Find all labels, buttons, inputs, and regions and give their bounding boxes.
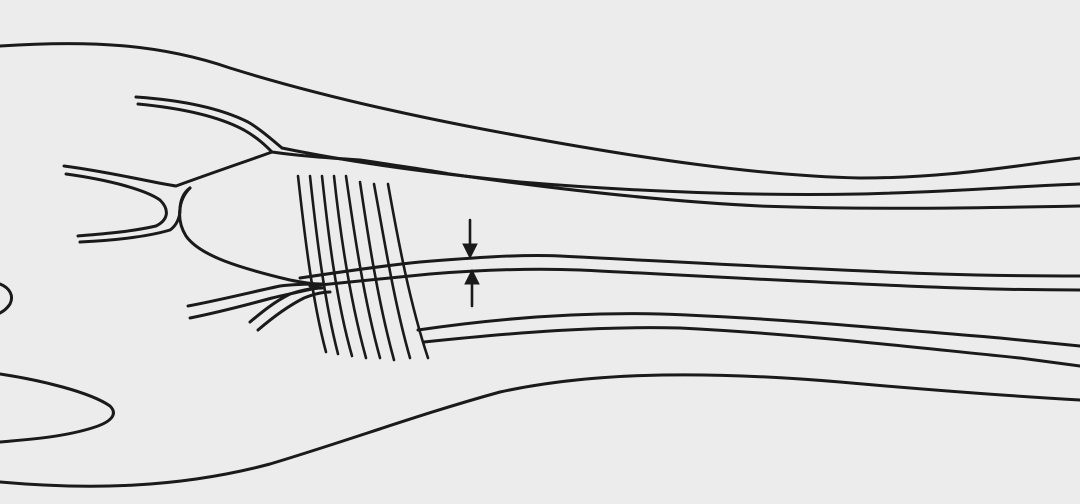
left-edge-nub — [0, 284, 12, 313]
central-loop — [180, 188, 320, 284]
lower-vessel-top — [418, 314, 1080, 346]
lower-branch-3 — [250, 288, 322, 322]
y-branch-upper-inner — [66, 174, 166, 236]
lower-left-lobe — [0, 374, 113, 442]
middle-vessel-bottom — [310, 269, 1080, 290]
outer-contour-bottom — [0, 375, 1080, 486]
y-branch-upper — [64, 152, 272, 186]
double-arrow-indicator — [463, 220, 479, 306]
lower-vessel-bottom — [424, 328, 1080, 366]
arrow-down-head — [463, 244, 477, 258]
upper-branch-bottom — [138, 104, 272, 152]
upper-vessel-top — [282, 148, 1080, 195]
hatch-line — [388, 184, 428, 358]
outer-contour-top — [0, 44, 1080, 178]
